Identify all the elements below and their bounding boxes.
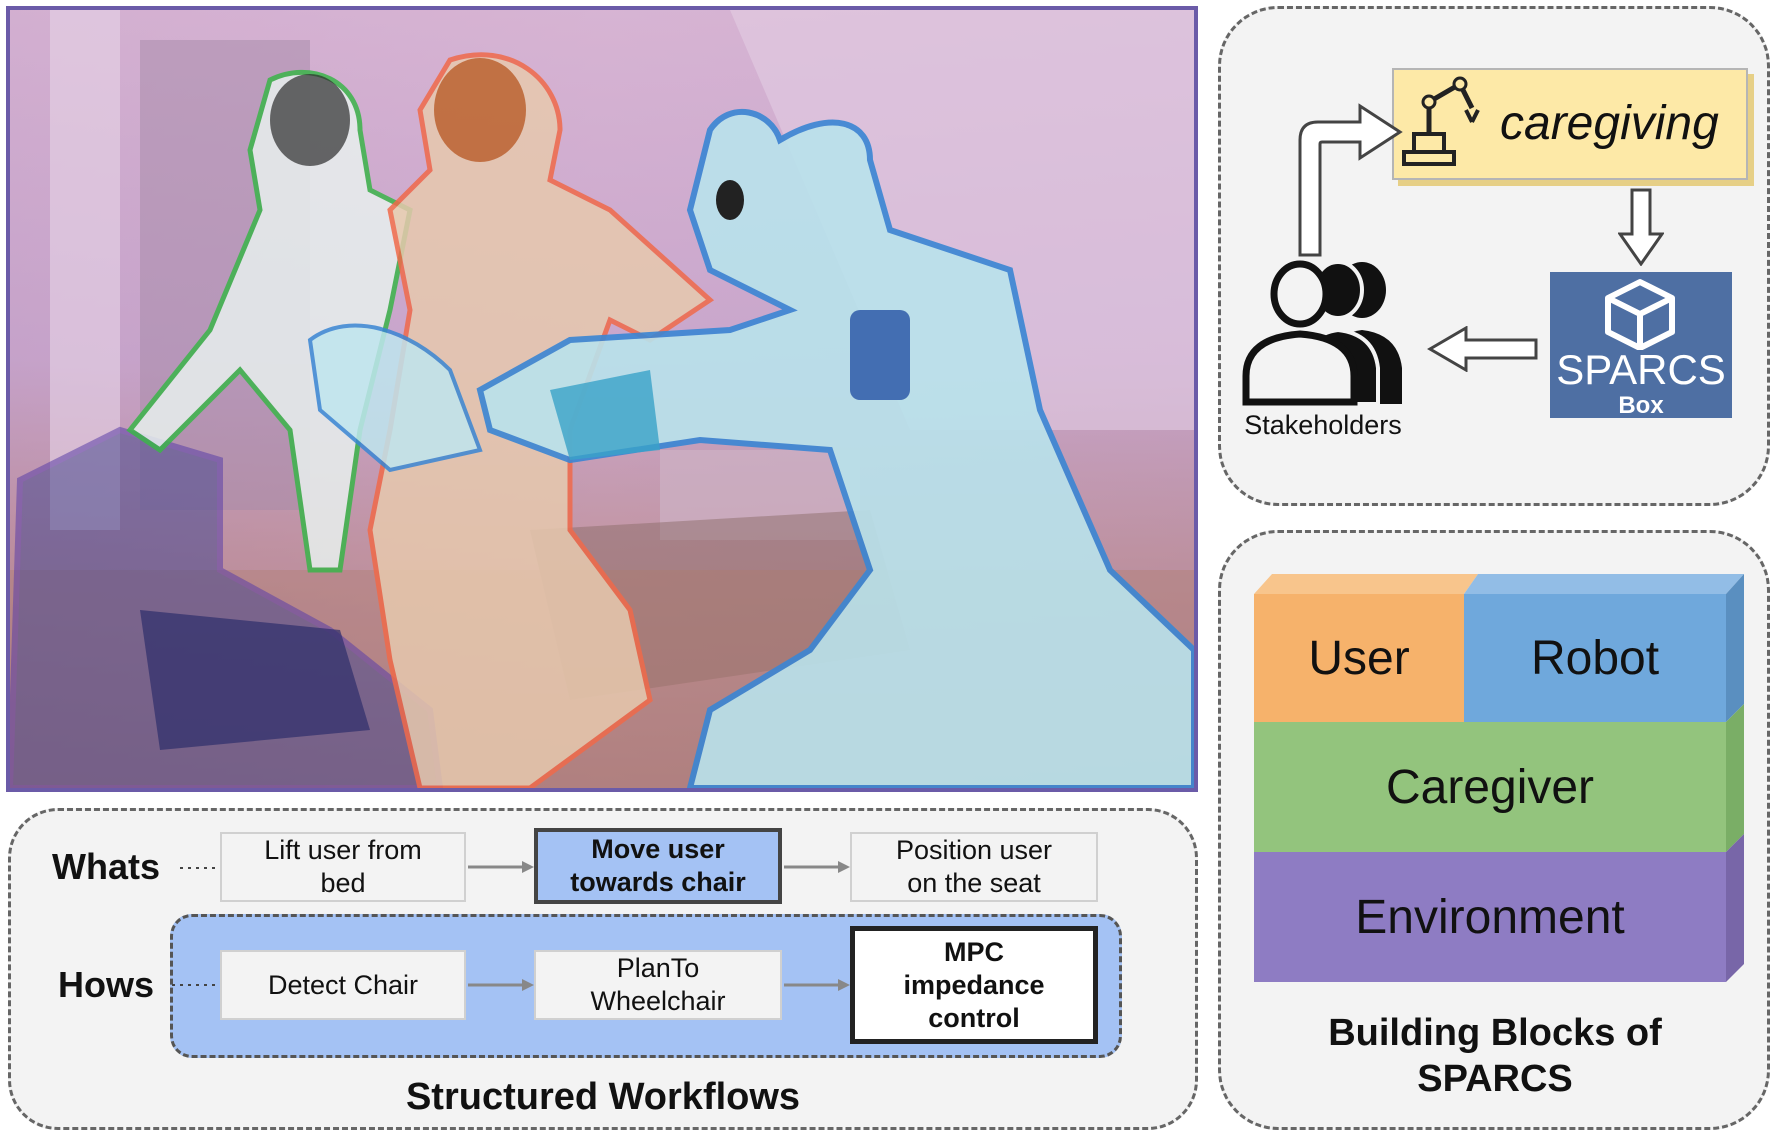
scene-illustration <box>10 10 1194 788</box>
caregiver-figure <box>126 69 413 573</box>
user-head <box>434 58 526 162</box>
step-text: Wheelchair <box>590 986 726 1016</box>
step-text: Move user <box>591 834 725 864</box>
sparcs-box-label: Box <box>1618 392 1664 419</box>
step-text: MPC <box>944 936 1004 967</box>
robot-forearm <box>550 370 660 460</box>
people-group-icon <box>1242 260 1402 406</box>
wheelchair-seat <box>140 610 370 750</box>
caregiver-block: Caregiver <box>1254 722 1726 852</box>
robot-left-arm <box>307 323 483 473</box>
sparcs-label: SPARCS <box>1556 346 1726 393</box>
blocks-title-line1: Building Blocks of <box>1328 1012 1662 1054</box>
how-step-detect-chair: Detect Chair <box>220 950 466 1020</box>
step-text: towards chair <box>570 867 746 897</box>
step-text: PlanTo <box>616 953 700 983</box>
structured-workflows-title: Structured Workflows <box>405 1076 801 1118</box>
step-text: on the seat <box>907 868 1041 898</box>
step-text: impedance <box>903 969 1045 1000</box>
whats-label: Whats <box>52 846 160 887</box>
robot-eye <box>716 180 744 220</box>
caregiver-head <box>270 74 350 166</box>
workflow-connectors <box>172 861 850 991</box>
staircase <box>730 10 1194 430</box>
step-text: control <box>928 1002 1020 1033</box>
cube-icon <box>1605 279 1675 350</box>
blocks-title-line2: SPARCS <box>1417 1058 1573 1100</box>
robot-shoulder-joint <box>850 310 910 400</box>
stakeholders-label: Stakeholders <box>1244 410 1402 440</box>
hows-label: Hows <box>58 964 155 1005</box>
scene-photo <box>6 6 1198 792</box>
step-text: Detect Chair <box>267 969 419 1000</box>
caregiving-label: caregiving <box>1500 97 1719 150</box>
environment-block: Environment <box>1254 852 1726 982</box>
blocks-3d-edges <box>1254 574 1744 982</box>
up-right-arrow-icon <box>1298 103 1403 257</box>
step-text: Position user <box>895 835 1053 865</box>
robot-arm-icon <box>1402 76 1480 166</box>
building-blocks-title: Building Blocks of SPARCS <box>1230 1010 1760 1102</box>
down-arrow-icon <box>1618 188 1664 266</box>
robot-block: Robot <box>1464 594 1726 722</box>
step-text: bed <box>320 868 366 898</box>
step-text: Lift user from <box>264 835 422 865</box>
user-block: User <box>1254 594 1464 722</box>
left-arrow-icon <box>1427 326 1538 372</box>
